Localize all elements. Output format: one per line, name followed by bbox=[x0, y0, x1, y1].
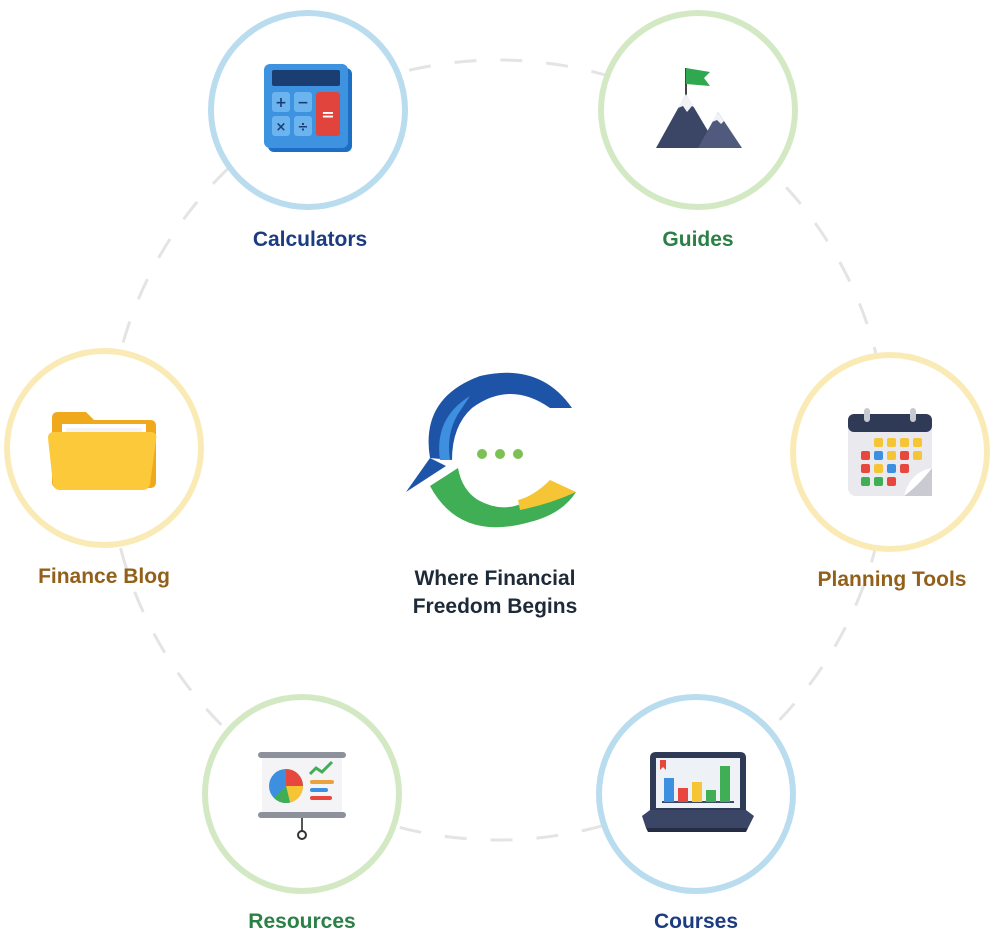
resources-node[interactable] bbox=[202, 694, 402, 894]
guides-node[interactable] bbox=[598, 10, 798, 210]
guides-label[interactable]: Guides bbox=[662, 228, 734, 251]
planning-tools-node[interactable] bbox=[790, 352, 990, 552]
calculator-icon: + − × ÷ = bbox=[264, 64, 352, 152]
courses-node[interactable] bbox=[596, 694, 796, 894]
resources-label[interactable]: Resources bbox=[248, 910, 356, 933]
finance-blog-node[interactable] bbox=[4, 348, 204, 548]
laptop-chart-icon bbox=[642, 752, 754, 832]
calendar-icon bbox=[848, 408, 932, 496]
tagline-line-2: Freedom Begins bbox=[412, 595, 578, 618]
svg-text:÷: ÷ bbox=[298, 120, 309, 135]
courses-label[interactable]: Courses bbox=[653, 910, 739, 933]
center-tagline: Where Financial Freedom Begins bbox=[375, 565, 615, 621]
svg-text:+: + bbox=[275, 95, 287, 111]
presentation-board-icon bbox=[258, 752, 346, 840]
brand-logo-icon bbox=[406, 372, 576, 528]
svg-text:−: − bbox=[297, 95, 309, 111]
calculators-label[interactable]: Calculators bbox=[252, 228, 368, 251]
calculators-node[interactable]: + − × ÷ = bbox=[208, 10, 408, 210]
finance-blog-label[interactable]: Finance Blog bbox=[38, 565, 170, 588]
svg-text:×: × bbox=[276, 120, 287, 135]
tagline-line-1: Where Financial bbox=[414, 567, 576, 590]
folder-icon bbox=[48, 412, 157, 490]
mountain-flag-icon bbox=[656, 68, 742, 148]
svg-text:=: = bbox=[321, 105, 334, 124]
planning-tools-label[interactable]: Planning Tools bbox=[817, 568, 967, 591]
